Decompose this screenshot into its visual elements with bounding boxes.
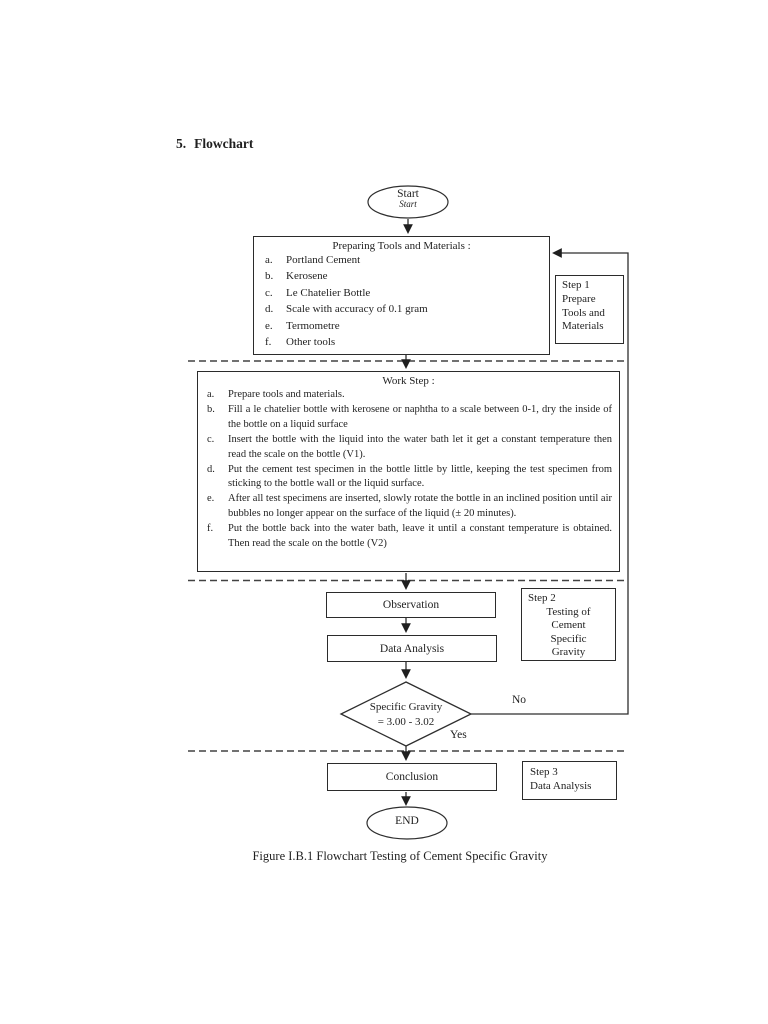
list-item: a. Portland Cement (254, 252, 549, 268)
list-item: b. Fill a le chatelier bottle with keros… (198, 403, 619, 433)
decision-diamond: Specific Gravity = 3.00 - 3.02 (341, 700, 471, 729)
section-heading: 5. Flowchart (176, 136, 253, 152)
step2-line: Gravity (551, 646, 586, 658)
step3-line: Data Analysis (530, 780, 592, 792)
list-item-letter: a. (207, 389, 215, 400)
observation-label: Observation (382, 599, 440, 611)
list-item-letter: c. (265, 286, 273, 299)
step2-annotation-box: Step 2 Testing of Cement Specific Gravit… (521, 588, 616, 661)
start-terminator-shape (367, 185, 449, 219)
list-item: b. Kerosene (254, 268, 549, 284)
list-item: f. Put the bottle back into the water ba… (198, 522, 619, 552)
list-item: d. Put the cement test specimen in the b… (198, 463, 619, 493)
list-item-letter: d. (207, 463, 215, 475)
arrow-no-feedback-loop (471, 248, 629, 715)
list-item: e. Termometre (254, 318, 549, 334)
step2-line: Testing of (546, 605, 591, 618)
list-item-letter: c. (207, 433, 215, 445)
no-branch-label: No (512, 694, 527, 706)
list-item-text: Kerosene (286, 270, 328, 283)
data-analysis-box: Data Analysis (327, 635, 497, 662)
observation-box: Observation (326, 592, 496, 618)
list-item: d. Scale with accuracy of 0.1 gram (254, 301, 549, 317)
step1-line: Tools and (562, 306, 605, 319)
list-item: c. Insert the bottle with the liquid int… (198, 433, 619, 463)
step1-line: Materials (562, 320, 604, 333)
section-title: Flowchart (194, 136, 254, 151)
work-step-box: Work Step : a. Prepare tools and materia… (197, 371, 620, 572)
list-item-letter: f. (207, 523, 214, 535)
step3-annotation-box: Step 3 Data Analysis (522, 761, 617, 800)
list-item-text: Insert the bottle with the liquid into t… (228, 433, 612, 460)
list-item-text: Fill a le chatelier bottle with kerosene… (228, 403, 612, 430)
list-item: a. Prepare tools and materials. (198, 388, 619, 403)
work-step-title: Work Step : (382, 375, 435, 387)
list-item: e. After all test specimens are inserted… (198, 492, 619, 522)
decision-line1: Specific Gravity (369, 701, 443, 713)
end-terminator: END (367, 815, 447, 827)
conclusion-label: Conclusion (385, 771, 439, 783)
step1-line: Step 1 (562, 279, 590, 291)
list-item-letter: b. (265, 270, 274, 283)
list-item-text: Termometre (286, 319, 340, 332)
figure-caption: Figure I.B.1 Flowchart Testing of Cement… (252, 849, 548, 863)
preparing-tools-box: Preparing Tools and Materials : a. Portl… (253, 236, 550, 355)
list-item-text: Portland Cement (286, 254, 361, 266)
list-item-text: Le Chatelier Bottle (286, 286, 371, 299)
list-item-text: After all test specimens are inserted, s… (228, 493, 612, 520)
start-shadow-label: Start (399, 199, 417, 209)
list-item-letter: e. (207, 493, 215, 505)
list-item-letter: a. (265, 254, 273, 266)
conclusion-box: Conclusion (327, 763, 497, 791)
data-analysis-label: Data Analysis (379, 642, 445, 655)
step1-line: Prepare (562, 292, 596, 305)
list-item-letter: e. (265, 319, 273, 332)
list-item-letter: f. (265, 336, 272, 349)
decision-line2: = 3.00 - 3.02 (377, 715, 435, 728)
list-item-text: Put the bottle back into the water bath,… (228, 523, 612, 550)
list-item-letter: d. (265, 303, 274, 316)
start-label: Start (397, 188, 419, 200)
list-item-letter: b. (207, 403, 215, 415)
step3-line: Step 3 (530, 766, 558, 778)
preparing-tools-title: Preparing Tools and Materials : (332, 240, 471, 252)
end-terminator-shape (366, 806, 448, 840)
end-label: END (395, 815, 419, 827)
step2-label: Step 2 (528, 592, 556, 604)
yes-branch-label: Yes (450, 729, 467, 741)
step2-line: Cement (551, 619, 586, 631)
list-item: c. Le Chatelier Bottle (254, 285, 549, 301)
list-item-text: Put the cement test specimen in the bott… (228, 463, 612, 490)
step2-line: Specific (550, 632, 587, 645)
step1-annotation-box: Step 1 Prepare Tools and Materials (555, 275, 624, 344)
list-item: f. Other tools (254, 334, 549, 350)
list-item-text: Other tools (286, 336, 336, 349)
list-item-text: Prepare tools and materials. (228, 389, 345, 400)
start-terminator: Start Start (368, 188, 448, 209)
section-number: 5. (176, 136, 187, 151)
list-item-text: Scale with accuracy of 0.1 gram (286, 303, 428, 316)
